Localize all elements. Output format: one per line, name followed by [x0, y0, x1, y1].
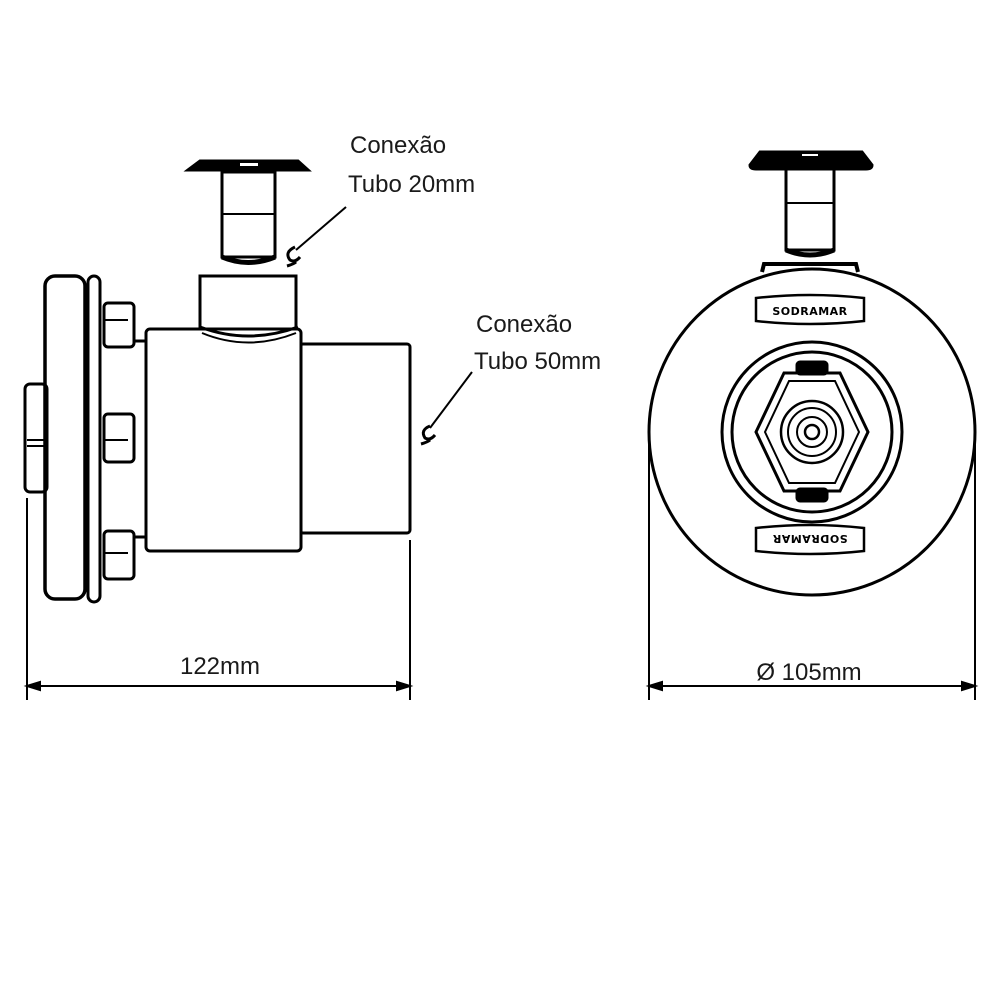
valve-body: [144, 327, 303, 553]
hex-nut: [754, 371, 870, 493]
socket-20mm: [198, 274, 298, 330]
flange-plate: [86, 274, 102, 604]
dimension-length: [23, 498, 414, 700]
dimension-diameter-label: Ø 105mm: [756, 659, 861, 686]
callout-50mm-line2: Tubo 50mm: [474, 348, 601, 375]
svg-text:SODRAMAR: SODRAMAR: [772, 305, 847, 318]
svg-text:SODRAMAR: SODRAMAR: [772, 532, 847, 545]
logo-bottom: SODRAMAR: [754, 523, 866, 556]
leader-50mm: [420, 371, 473, 446]
logo-top: SODRAMAR: [754, 293, 866, 326]
knob: [23, 382, 49, 494]
fitting-cap-front: [748, 150, 874, 171]
callout-20mm-line2: Tubo 20mm: [348, 171, 475, 198]
flange-outer: [43, 274, 87, 601]
leader-20mm: [286, 206, 347, 268]
bolt-top: [102, 301, 136, 349]
fitting-stem-front: [784, 167, 836, 252]
callout-50mm-line1: Conexão: [476, 311, 572, 338]
bolt-middle: [102, 412, 136, 464]
pipe-50mm: [298, 342, 412, 535]
callout-20mm-line1: Conexão: [350, 132, 446, 159]
dimension-diameter: [645, 432, 979, 700]
bolt-bottom: [102, 529, 136, 581]
side-view: [23, 159, 412, 604]
dimension-length-label: 122mm: [180, 653, 260, 680]
front-view: SODRAMAR SODRAMAR: [647, 150, 977, 597]
